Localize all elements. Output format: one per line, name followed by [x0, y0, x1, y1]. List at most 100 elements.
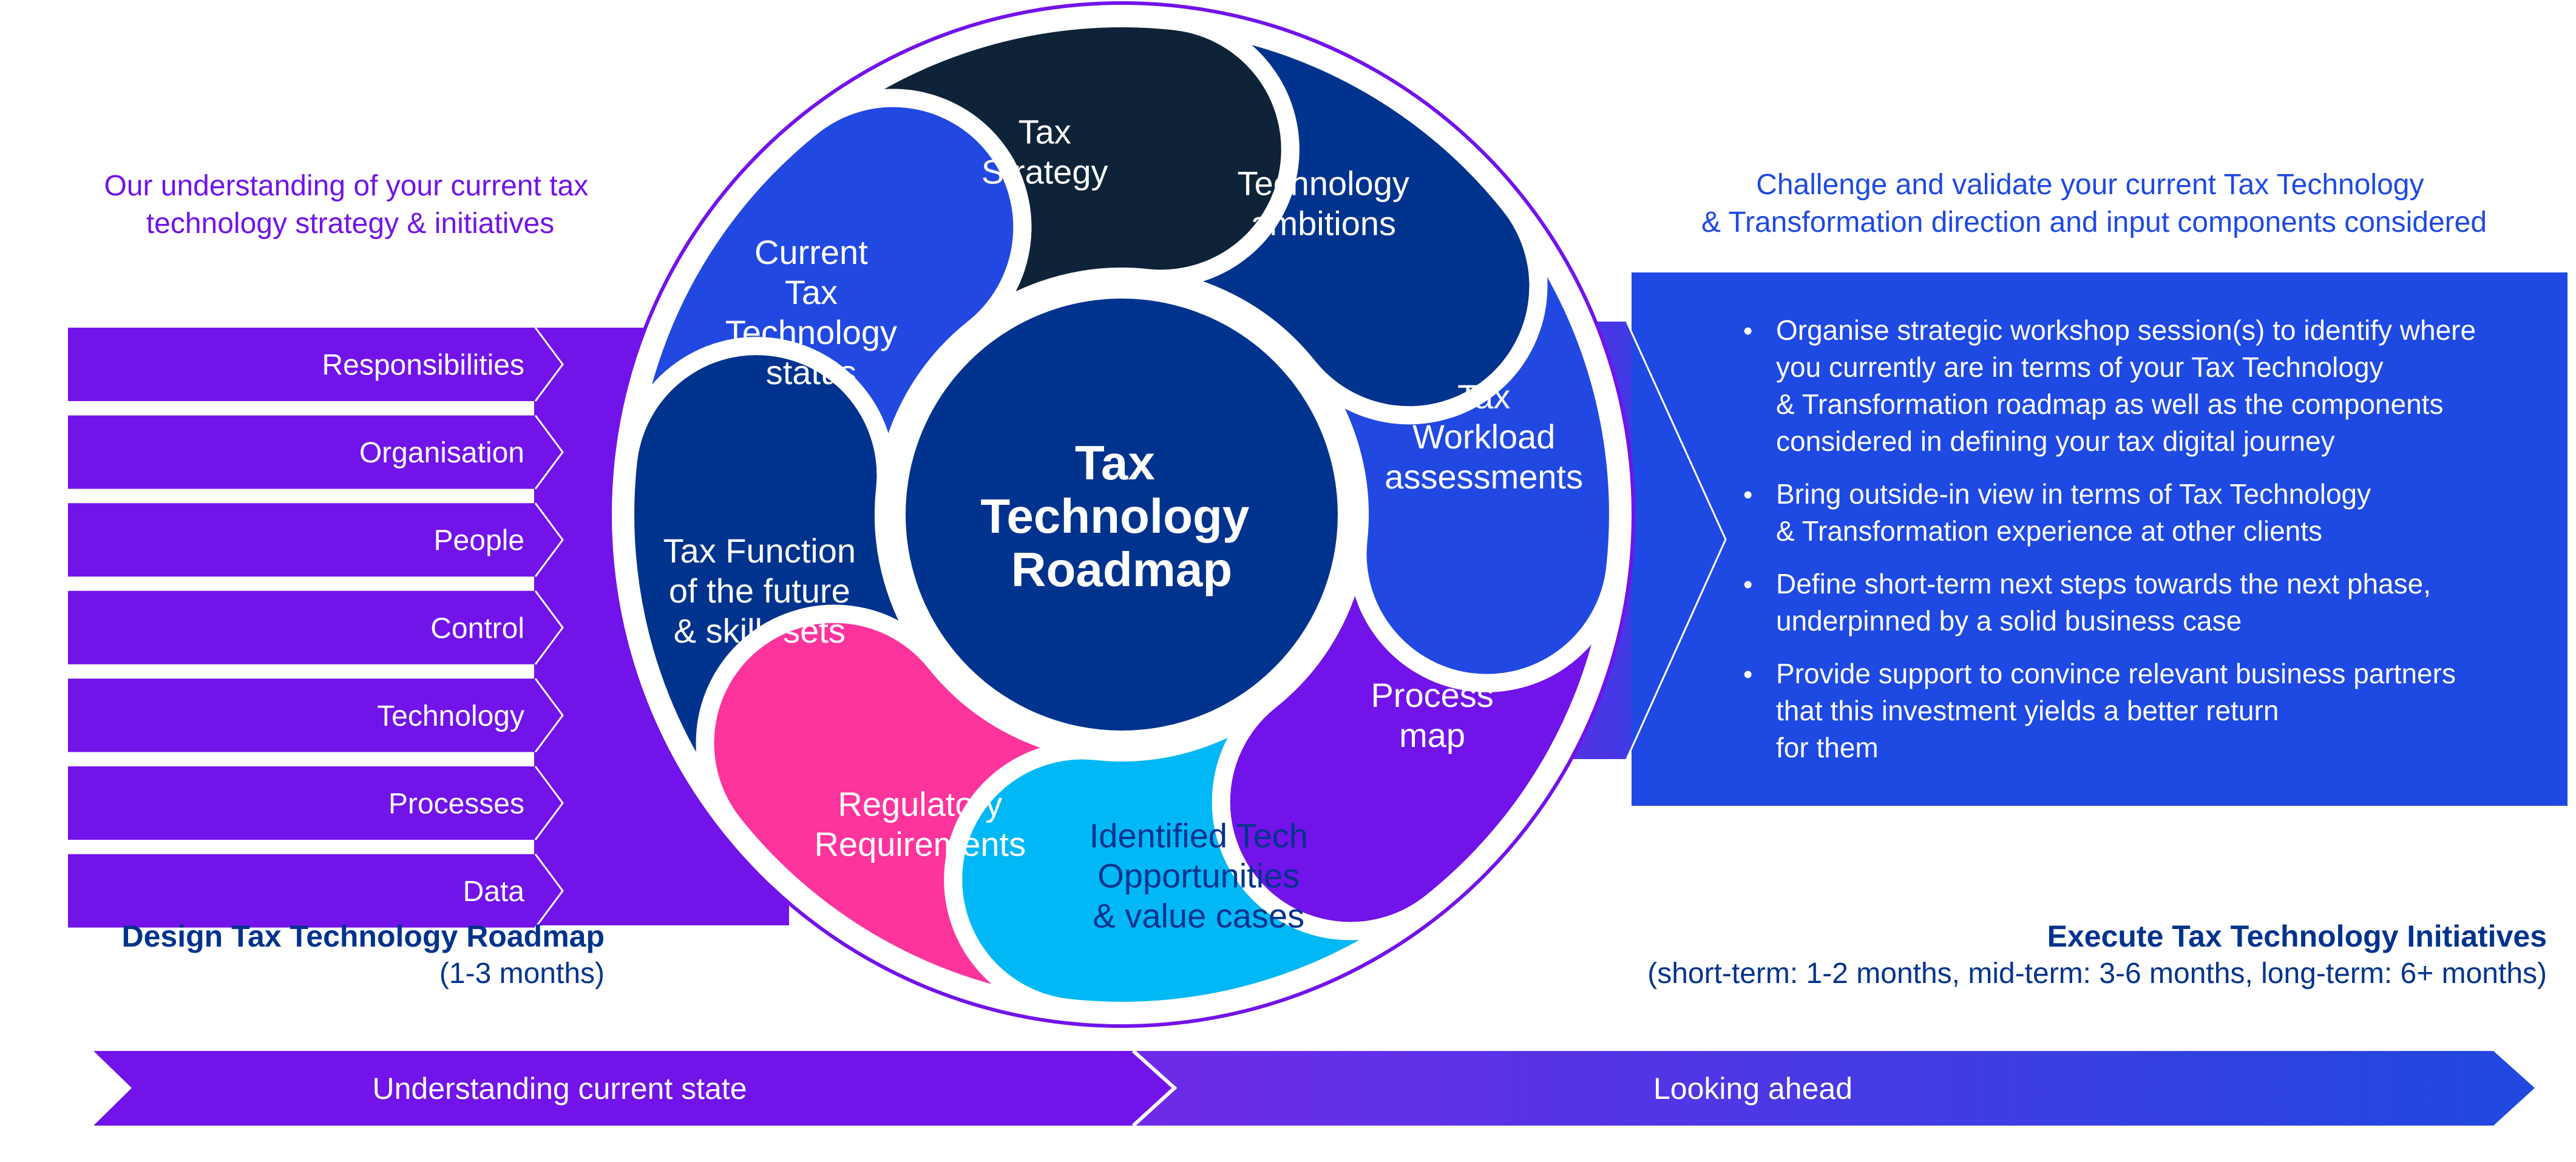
center-circle-fill [906, 299, 1338, 731]
left-item-bar [68, 503, 563, 577]
left-item-label: Control [430, 612, 524, 644]
petal-label-line: Tax [1457, 377, 1510, 416]
bullet-text-line: you currently are in terms of your Tax T… [1776, 351, 2384, 383]
petal-label-line: Regulatory [838, 785, 1002, 823]
right-heading-line: Challenge and validate your current Tax … [1756, 169, 2424, 201]
chevron-right-icon [534, 502, 564, 578]
bullet-icon: • [1743, 480, 1752, 510]
left-item-bar [68, 328, 563, 401]
petal-label-line: ambitions [1250, 204, 1396, 242]
petal-label-line: Opportunities [1097, 857, 1300, 895]
petal-label-line: of the future [669, 572, 850, 610]
left-item-bar [68, 590, 563, 664]
chevron-right-icon [534, 414, 564, 490]
bullet-item: • Provide support to convince relevant bu… [1743, 658, 2456, 763]
bullet-text-line: that this investment yields a better ret… [1776, 695, 2279, 726]
phase-divider [1131, 1049, 1178, 1127]
bullet-text-line: for them [1776, 732, 1879, 763]
bullet-text: Bring outside-in view in terms of Tax Te… [1776, 478, 2371, 547]
chevron-right-icon [534, 678, 564, 753]
left-item-bar [68, 766, 563, 840]
execute-duration: (short-term: 1-2 months, mid-term: 3-6 m… [1647, 958, 2547, 990]
left-item-label: Organisation [359, 437, 524, 469]
left-item: People [68, 502, 564, 578]
chevron-arrow-icon [1625, 321, 1727, 760]
chevron-right-icon [534, 853, 564, 928]
phase-label-current-state: Understanding current state [372, 1072, 747, 1106]
left-item-label: Technology [377, 700, 524, 732]
petal-label-line: assessments [1385, 458, 1583, 496]
petal-label-line: & value cases [1093, 897, 1304, 935]
center-title: Tax Technology Roadmap [980, 436, 1263, 596]
left-item: Processes [68, 766, 564, 840]
petal-label-line: & skill- sets [674, 612, 846, 650]
phase-label-looking-ahead: Looking ahead [1653, 1072, 1852, 1106]
petal-label-line: Process [1371, 676, 1493, 714]
left-item-label: Data [463, 876, 525, 908]
design-duration: (1-3 months) [439, 958, 605, 990]
right-heading-line: & Transformation direction and input com… [1701, 206, 2487, 238]
petal-label-line: Strategy [981, 152, 1108, 191]
left-item: Data [68, 853, 564, 928]
left-item: Control [68, 590, 564, 665]
phase-arrow-current-state [93, 1051, 1174, 1126]
petal-label-line: status [766, 353, 856, 391]
left-item-bar [68, 415, 563, 489]
right-info-box [1632, 272, 2568, 806]
petal-label-line: Technology [1238, 164, 1409, 202]
left-item-label: Responsibilities [322, 350, 525, 382]
petal-label-line: map [1399, 716, 1465, 754]
phase-arrow-looking-ahead [1135, 1051, 2535, 1126]
left-heading-line: technology strategy & initiatives [146, 208, 554, 240]
left-heading: Our understanding of your current tax te… [104, 170, 596, 240]
petal-label-line: Tax [1019, 112, 1071, 150]
design-title: Design Tax Technology Roadmap [122, 919, 605, 953]
bullet-icon: • [1743, 570, 1752, 600]
bullet-text-line: Define short-term next steps towards the… [1776, 568, 2431, 600]
bullet-item: • Define short-term next steps towards th… [1743, 568, 2431, 637]
center-title-line: Tax [1075, 436, 1155, 490]
left-heading-line: Our understanding of your current tax [104, 170, 588, 202]
bullet-text: Provide support to convince relevant bus… [1776, 658, 2456, 763]
petal-label-line: Tax Function [663, 532, 856, 570]
center-title-line: Technology [980, 489, 1249, 543]
right-heading: Challenge and validate your current Tax … [1701, 169, 2487, 238]
center-title-line: Roadmap [1011, 542, 1233, 596]
left-item-bar [68, 678, 563, 752]
left-item-label: People [434, 525, 524, 557]
petal-shape [619, 89, 1032, 497]
bullet-item: • Bring outside-in view in terms of Tax T… [1743, 478, 2371, 547]
left-item-bar [68, 854, 563, 928]
bullet-icon: • [1743, 316, 1752, 346]
petal-segment [619, 89, 1032, 497]
left-item-list: ResponsibilitiesOrganisationPeopleContro… [68, 327, 564, 928]
right-bullet-list: • Organise strategic workshop session(s) … [1743, 314, 2476, 763]
bullet-text-line: Organise strategic workshop session(s) t… [1776, 314, 2476, 346]
left-item: Responsibilities [68, 327, 564, 402]
bullet-icon: • [1743, 660, 1752, 689]
petal-label-line: Tax [785, 273, 838, 311]
chevron-right-icon [534, 766, 564, 840]
bullet-text-line: Bring outside-in view in terms of Tax Te… [1776, 478, 2371, 510]
bullet-text-line: & Transformation experience at other cli… [1776, 515, 2322, 547]
bullet-text-line: underpinned by a solid business case [1776, 605, 2242, 637]
bullet-text: Organise strategic workshop session(s) t… [1776, 314, 2476, 457]
petal-label-line: Technology [725, 313, 897, 351]
petal-label-line: Current [754, 233, 868, 271]
bullet-item: • Organise strategic workshop session(s) … [1743, 314, 2476, 457]
petal-label-line: Requirements [814, 825, 1026, 863]
bullet-text-line: & Transformation roadmap as well as the … [1776, 388, 2443, 420]
chevron-right-icon [534, 590, 564, 665]
bullet-text: Define short-term next steps towards the… [1776, 568, 2431, 637]
left-item: Technology [68, 678, 564, 753]
